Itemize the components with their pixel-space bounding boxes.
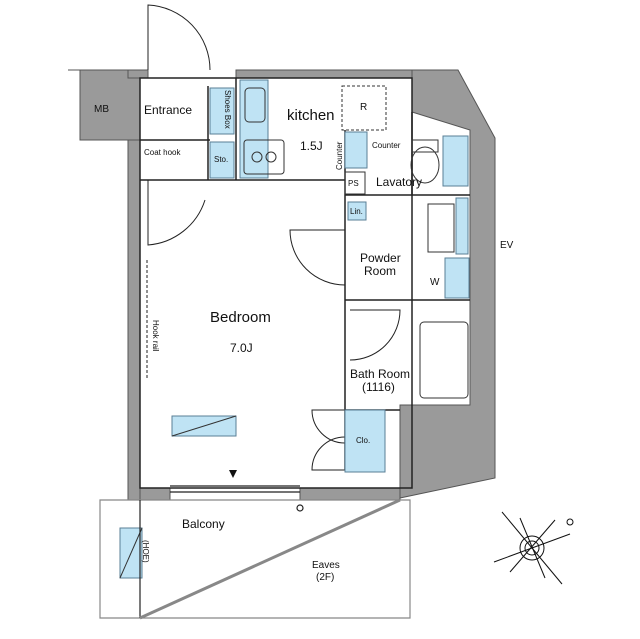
bottom-wall [139, 487, 171, 501]
balcony [99, 485, 411, 620]
closet-door-2 [311, 436, 346, 471]
lavatory-label: Lavatory [376, 175, 422, 189]
partitions [139, 77, 470, 489]
kitchen-size: 1.5J [300, 139, 323, 153]
stove [243, 139, 285, 175]
unit-outline [139, 77, 413, 489]
bath-door [349, 309, 401, 361]
bottom-wall-right [299, 487, 401, 501]
entrance-label: Entrance [144, 103, 192, 117]
ev-label: EV [500, 240, 514, 251]
walls [68, 69, 496, 501]
closet-label: Clo. [356, 436, 370, 445]
storage [209, 141, 235, 179]
top-wall-right [235, 69, 417, 79]
left-wall [127, 139, 141, 501]
ps-box [344, 171, 366, 195]
toilet [410, 146, 440, 184]
bath-room-label: Bath Room [350, 367, 410, 381]
bedroom-door [289, 229, 346, 286]
eaves-edge [139, 498, 401, 620]
washer-label: W [430, 277, 440, 288]
top-wall [127, 69, 149, 79]
bath-size-label: (1116) [362, 380, 395, 394]
bathtub [419, 321, 469, 399]
lavatory-sink [442, 135, 469, 187]
hook-rail-label: Hook rail [151, 320, 160, 352]
eaves-label-2: (2F) [316, 572, 334, 583]
counter-vertical-box [344, 131, 368, 169]
closet-box [344, 409, 386, 473]
mb-label: MB [94, 104, 109, 115]
eaves-label-1: Eaves [312, 560, 340, 571]
linen-box [347, 201, 367, 221]
powder-room-label-2: Room [364, 264, 396, 278]
sink-basin [244, 87, 266, 123]
fixture-details [119, 85, 469, 579]
refrigerator-label: R [360, 102, 367, 113]
vanity [427, 203, 455, 253]
kitchen-label: kitchen [287, 107, 335, 124]
storage-label: Sto. [214, 155, 228, 164]
hatch-label: (HOE) [141, 540, 150, 563]
washer-box [444, 257, 470, 299]
ev-shaft [399, 69, 496, 499]
balcony-label: Balcony [182, 517, 225, 531]
bedroom-size: 7.0J [230, 341, 253, 355]
entry-marker [229, 470, 237, 478]
bedroom-label: Bedroom [210, 309, 271, 326]
drain [296, 504, 304, 512]
shoes-box-label: Shoes Box [223, 90, 232, 129]
labels: MB Entrance Shoes Box Coat hook Sto. kit… [94, 90, 514, 583]
shoes-box [209, 87, 235, 135]
wash-basin [455, 197, 469, 255]
doors [147, 4, 401, 471]
coat-hook-label: Coat hook [144, 148, 181, 157]
ps-label: PS [348, 179, 359, 188]
powder-room-label-1: Powder [360, 251, 401, 265]
counter-vertical-label: Counter [335, 141, 344, 170]
closet-door [311, 409, 346, 444]
lin-label: Lin. [350, 207, 363, 216]
coat-door [147, 180, 206, 246]
refrigerator-box [341, 85, 387, 131]
compass-icon [493, 511, 574, 585]
counter-label: Counter [372, 141, 401, 150]
entrance-door [147, 4, 211, 71]
